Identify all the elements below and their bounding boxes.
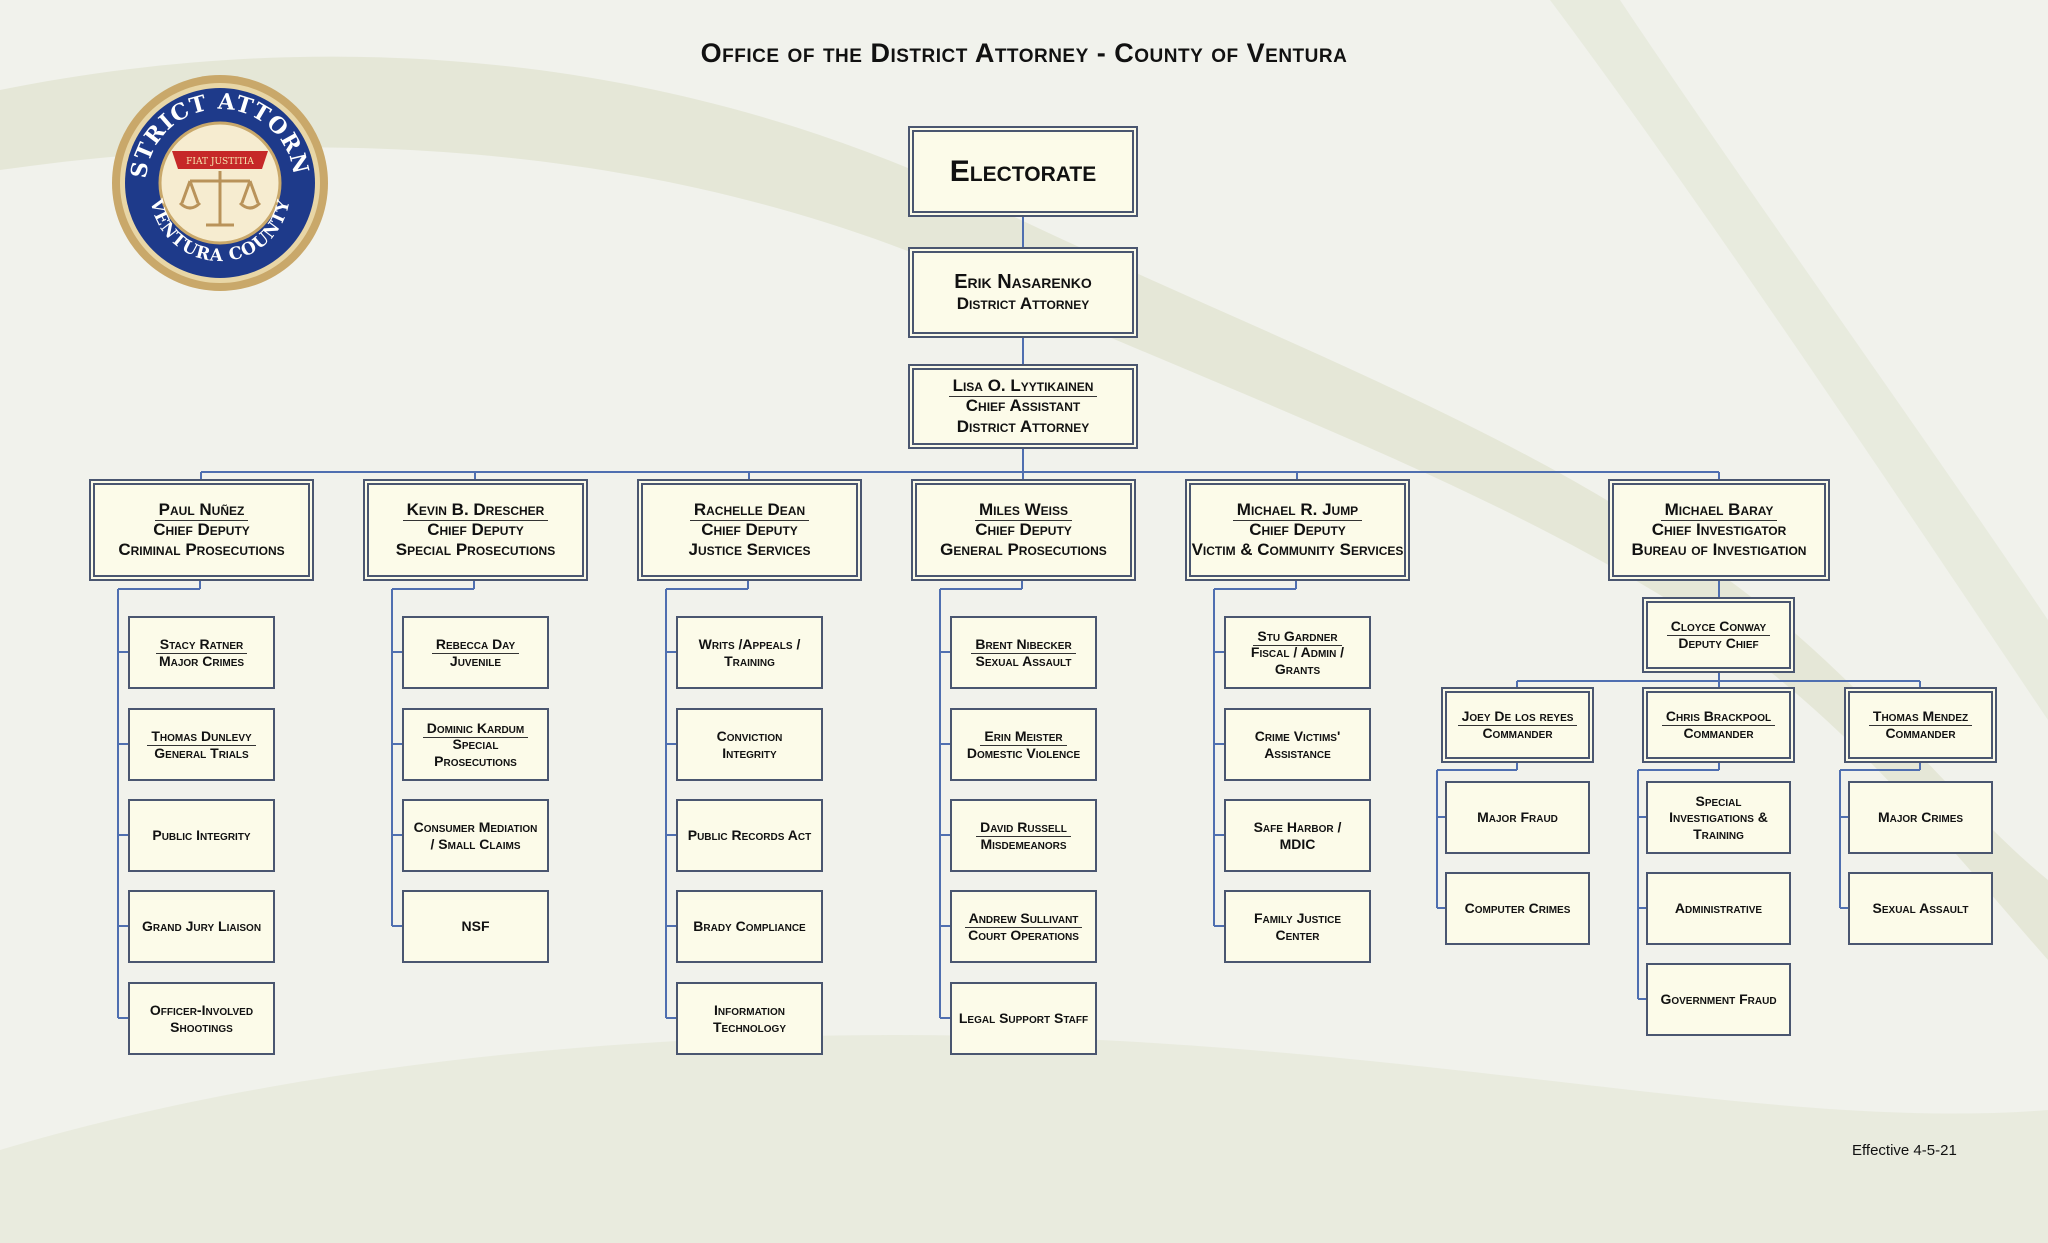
unit-box-major-crimes: Stacy Ratner Major Crimes	[128, 616, 275, 689]
division-header-special-prosecutions: Kevin B. Drescher Chief Deputy Special P…	[367, 483, 584, 577]
commander-box-de-los-reyes: Joey De los reyes Commander	[1445, 691, 1590, 759]
unit-box-special-prosecutions: Dominic Kardum Special Prosecutions	[402, 708, 549, 781]
da-name: Erik Nasarenko	[954, 270, 1092, 293]
unit-box-general-trials: Thomas Dunlevy General Trials	[128, 708, 275, 781]
unit-box-nsf: NSF	[402, 890, 549, 963]
da-title: District Attorney	[956, 294, 1090, 314]
electorate-box: Electorate	[912, 130, 1134, 213]
unit-box-special-investigations-training: Special Investigations & Training	[1646, 781, 1791, 854]
unit-box-fiscal-admin-grants: Stu Gardner Fiscal / Admin / Grants	[1224, 616, 1371, 689]
district-attorney-seal: DISTRICT ATTORNEY VENTURA COUNTY FIAT JU…	[110, 73, 328, 291]
unit-box-information-technology: Information Technology	[676, 982, 823, 1055]
unit-box-sexual-assault: Brent Nibecker Sexual Assault	[950, 616, 1097, 689]
unit-box-crime-victims-assistance: Crime Victims' Assistance	[1224, 708, 1371, 781]
chief-assistant-box: Lisa O. Lyytikainen Chief Assistant Dist…	[912, 368, 1134, 445]
unit-box-officer-involved-shootings: Officer-Involved Shootings	[128, 982, 275, 1055]
electorate-label: Electorate	[949, 154, 1097, 188]
unit-box-consumer-mediation: Consumer Mediation / Small Claims	[402, 799, 549, 872]
unit-box-public-integrity: Public Integrity	[128, 799, 275, 872]
commander-box-mendez: Thomas Mendez Commander	[1848, 691, 1993, 759]
unit-box-major-fraud: Major Fraud	[1445, 781, 1590, 854]
unit-box-bi-sexual-assault: Sexual Assault	[1848, 872, 1993, 945]
unit-box-grand-jury-liaison: Grand Jury Liaison	[128, 890, 275, 963]
seal-ribbon-text: FIAT JUSTITIA	[186, 157, 254, 167]
division-header-general-prosecutions: Miles Weiss Chief Deputy General Prosecu…	[915, 483, 1132, 577]
unit-box-administrative: Administrative	[1646, 872, 1791, 945]
district-attorney-box: Erik Nasarenko District Attorney	[912, 251, 1134, 334]
unit-box-computer-crimes: Computer Crimes	[1445, 872, 1590, 945]
unit-box-writs-appeals-training: Writs /Appeals / Training	[676, 616, 823, 689]
scales-icon	[178, 171, 262, 227]
effective-date: Effective 4-5-21	[1852, 1142, 1957, 1159]
unit-box-conviction-integrity: Conviction Integrity	[676, 708, 823, 781]
unit-box-domestic-violence: Erin Meister Domestic Violence	[950, 708, 1097, 781]
chief-assistant-title-2: District Attorney	[956, 416, 1090, 436]
commander-box-brackpool: Chris Brackpool Commander	[1646, 691, 1791, 759]
unit-box-family-justice-center: Family Justice Center	[1224, 890, 1371, 963]
page-title: Office of the District Attorney - County…	[700, 38, 1348, 68]
division-header-bureau-of-investigation: Michael Baray Chief Investigator Bureau …	[1612, 483, 1826, 577]
unit-box-bi-major-crimes: Major Crimes	[1848, 781, 1993, 854]
unit-box-safe-harbor-mdic: Safe Harbor / MDIC	[1224, 799, 1371, 872]
unit-box-legal-support-staff: Legal Support Staff	[950, 982, 1097, 1055]
deputy-chief-box: Cloyce Conway Deputy Chief	[1646, 601, 1791, 669]
division-header-victim-community-services: Michael R. Jump Chief Deputy Victim & Co…	[1189, 483, 1406, 577]
chief-assistant-name: Lisa O. Lyytikainen	[948, 376, 1098, 398]
unit-box-juvenile: Rebecca Day Juvenile	[402, 616, 549, 689]
division-header-justice-services: Rachelle Dean Chief Deputy Justice Servi…	[641, 483, 858, 577]
unit-box-public-records-act: Public Records Act	[676, 799, 823, 872]
unit-box-misdemeanors: David Russell Misdemeanors	[950, 799, 1097, 872]
unit-box-court-operations: Andrew Sullivant Court Operations	[950, 890, 1097, 963]
unit-box-brady-compliance: Brady Compliance	[676, 890, 823, 963]
unit-box-government-fraud: Government Fraud	[1646, 963, 1791, 1036]
division-header-criminal-prosecutions: Paul Nuñez Chief Deputy Criminal Prosecu…	[93, 483, 310, 577]
chief-assistant-title-1: Chief Assistant	[965, 396, 1081, 416]
